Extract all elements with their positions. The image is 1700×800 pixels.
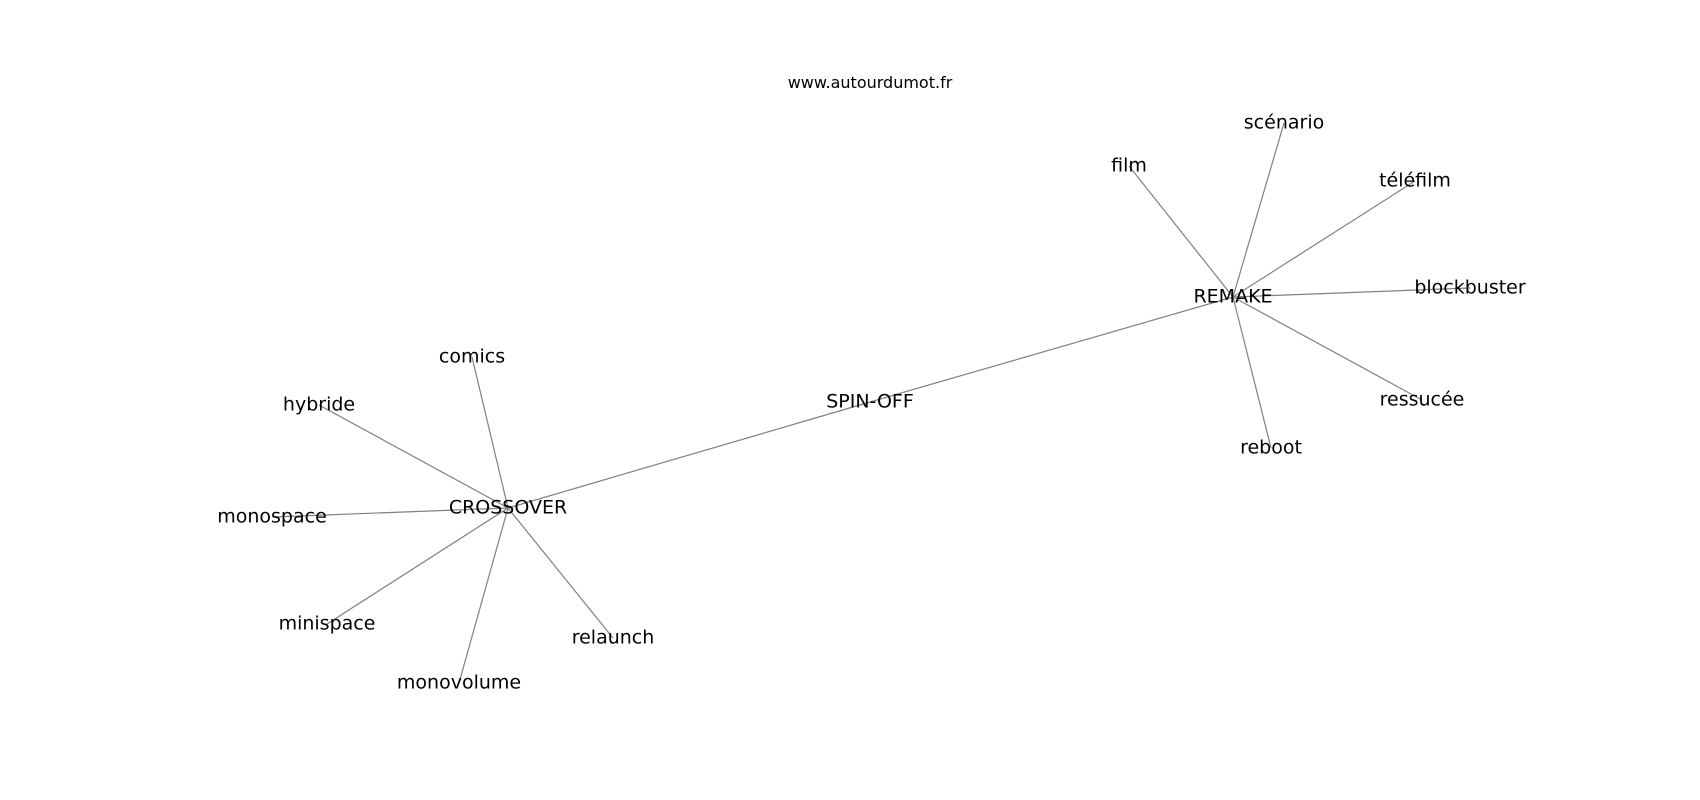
edge-spin-off-crossover [507,401,871,509]
node-label-ressucee[interactable]: ressucée [1380,389,1465,411]
node-label-scenario[interactable]: scénario [1244,112,1324,134]
edge-layer [271,122,1471,684]
node-label-telefilm[interactable]: téléfilm [1379,170,1451,192]
edge-crossover-monospace [271,507,509,518]
edge-spin-off-remake [869,296,1234,403]
node-label-reboot[interactable]: reboot [1240,437,1302,459]
edge-remake-reboot [1232,296,1272,449]
node-label-minispace[interactable]: minispace [279,613,376,635]
node-label-relaunch[interactable]: relaunch [572,627,655,649]
node-label-comics[interactable]: comics [439,346,505,368]
edge-remake-telefilm [1232,180,1416,298]
edge-remake-blockbuster [1232,287,1471,298]
edge-crossover-monovolume [458,507,509,684]
edge-remake-film [1128,165,1234,298]
node-label-spin-off[interactable]: SPIN-OFF [826,391,914,413]
node-label-blockbuster[interactable]: blockbuster [1414,277,1526,299]
edge-crossover-minispace [326,507,509,625]
node-label-crossover[interactable]: CROSSOVER [449,497,567,519]
node-layer: SPIN-OFF CROSSOVER REMAKE comics hybride mono… [217,112,1526,694]
node-label-remake[interactable]: REMAKE [1193,286,1272,308]
node-label-hybride[interactable]: hybride [283,394,355,416]
edge-crossover-hybride [318,404,509,509]
watermark-text: www.autourdumot.fr [788,73,953,92]
edge-remake-scenario [1232,122,1285,298]
node-label-monospace[interactable]: monospace [217,506,327,528]
edge-crossover-comics [471,356,509,509]
edge-remake-ressucee [1232,296,1423,401]
node-label-monovolume[interactable]: monovolume [397,672,521,694]
node-label-film[interactable]: film [1111,155,1147,177]
edge-crossover-relaunch [507,507,614,639]
